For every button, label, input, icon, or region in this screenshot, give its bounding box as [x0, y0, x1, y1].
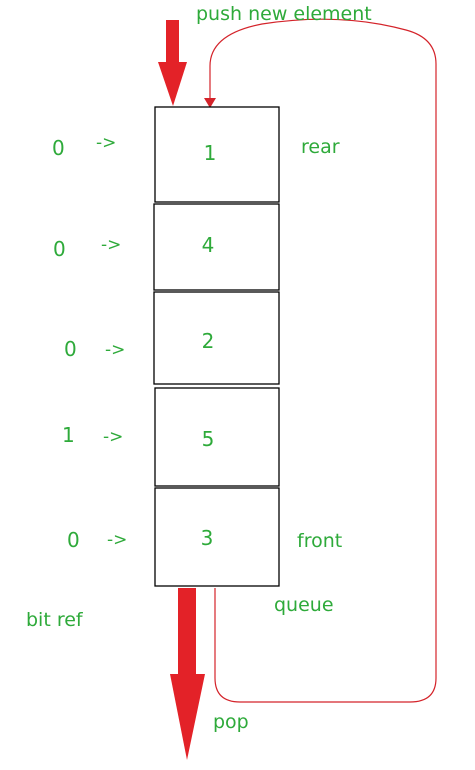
bit-ref-arrow: ->	[96, 133, 116, 153]
queue-cell-value: 5	[202, 427, 215, 451]
bit-ref-arrow: ->	[101, 235, 121, 255]
bit-ref-arrow: ->	[105, 340, 125, 360]
bit-ref-label: bit ref	[26, 609, 84, 631]
bit-ref-value-3: 0	[64, 337, 77, 361]
queue-cell-value: 3	[201, 526, 214, 550]
bit-ref-value-4: 1	[62, 423, 75, 447]
loop-arrowhead-icon	[204, 98, 216, 108]
queue-cell-value: 2	[202, 329, 215, 353]
recirculation-loop-line	[209, 18, 437, 703]
push-arrow-icon	[158, 20, 187, 106]
queue-cell-5: 3	[154, 487, 280, 587]
queue-cell-value: 1	[204, 141, 217, 165]
front-label: front	[297, 530, 342, 552]
queue-label: queue	[274, 594, 334, 616]
pop-arrow-icon	[170, 588, 205, 760]
bit-ref-arrow: ->	[107, 530, 127, 550]
queue-cell-4: 5	[154, 387, 280, 487]
bit-ref-arrow: ->	[103, 427, 123, 447]
queue-cell-value: 4	[202, 233, 215, 257]
pop-label: pop	[213, 711, 249, 733]
rear-label: rear	[301, 136, 340, 158]
queue-cell-2: 4	[153, 203, 280, 291]
bit-ref-value-1: 0	[52, 136, 65, 160]
bit-ref-value-5: 0	[67, 528, 80, 552]
bit-ref-value-2: 0	[53, 237, 66, 261]
queue-cell-1: 1	[154, 106, 280, 203]
push-label: push new element	[196, 3, 372, 25]
queue-cell-3: 2	[153, 291, 280, 385]
